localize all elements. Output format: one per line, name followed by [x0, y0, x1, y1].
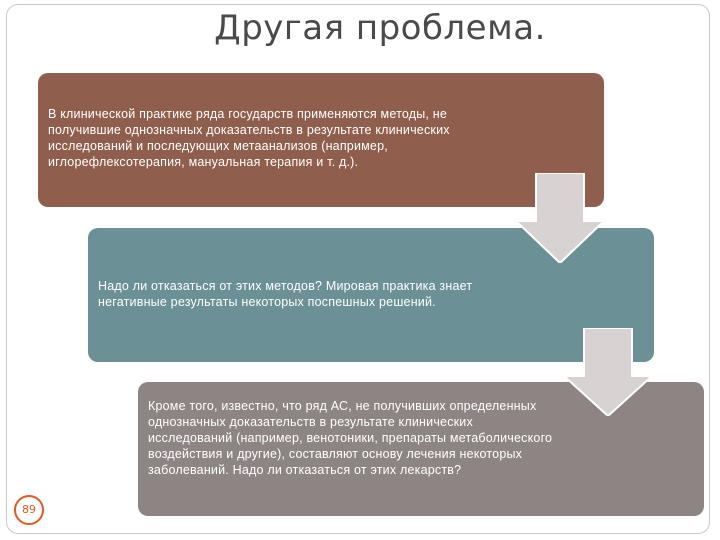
slide-title: Другая проблема.: [214, 8, 546, 48]
down-arrow-icon: [516, 173, 604, 263]
slide-frame: [6, 4, 710, 534]
process-step-1: В клинической практике ряда государств п…: [38, 73, 604, 207]
down-arrow-icon: [564, 328, 652, 416]
process-step-3-text: Кроме того, известно, что ряд АС, не пол…: [148, 399, 553, 477]
process-step-1-text: В клинической практике ряда государств п…: [48, 107, 450, 169]
process-step-2-text: Надо ли отказаться от этих методов? Миро…: [98, 279, 473, 309]
page-number-badge: 89: [14, 495, 44, 525]
